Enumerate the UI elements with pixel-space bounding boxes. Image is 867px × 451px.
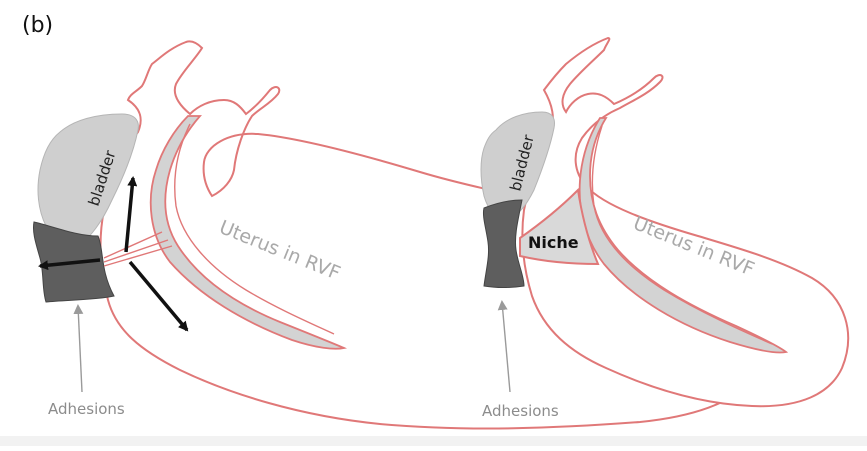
left-adhesions-pointer (73, 304, 84, 393)
left-inner-canal (149, 115, 348, 350)
right-adhesions-label: Adhesions (482, 402, 559, 420)
left-arrow-left (38, 258, 101, 271)
left-bladder (37, 113, 139, 246)
right-cavity-line (591, 125, 773, 345)
left-arrow-up (124, 176, 138, 253)
left-niche-lines (103, 231, 173, 267)
left-adhesions-label: Adhesions (48, 400, 125, 418)
niche-label: Niche (528, 233, 579, 252)
right-bladder (480, 111, 555, 219)
right-panel: Niche bladder Uterus in RVF Adhesions (480, 36, 850, 420)
right-adhesion (483, 199, 525, 288)
right-adhesions-pointer (497, 300, 511, 393)
bottom-strip (0, 436, 867, 446)
left-arrow-down (128, 260, 189, 332)
right-niche (519, 187, 600, 266)
left-cavity-line (174, 123, 335, 335)
panel-label: (b) (22, 13, 53, 38)
